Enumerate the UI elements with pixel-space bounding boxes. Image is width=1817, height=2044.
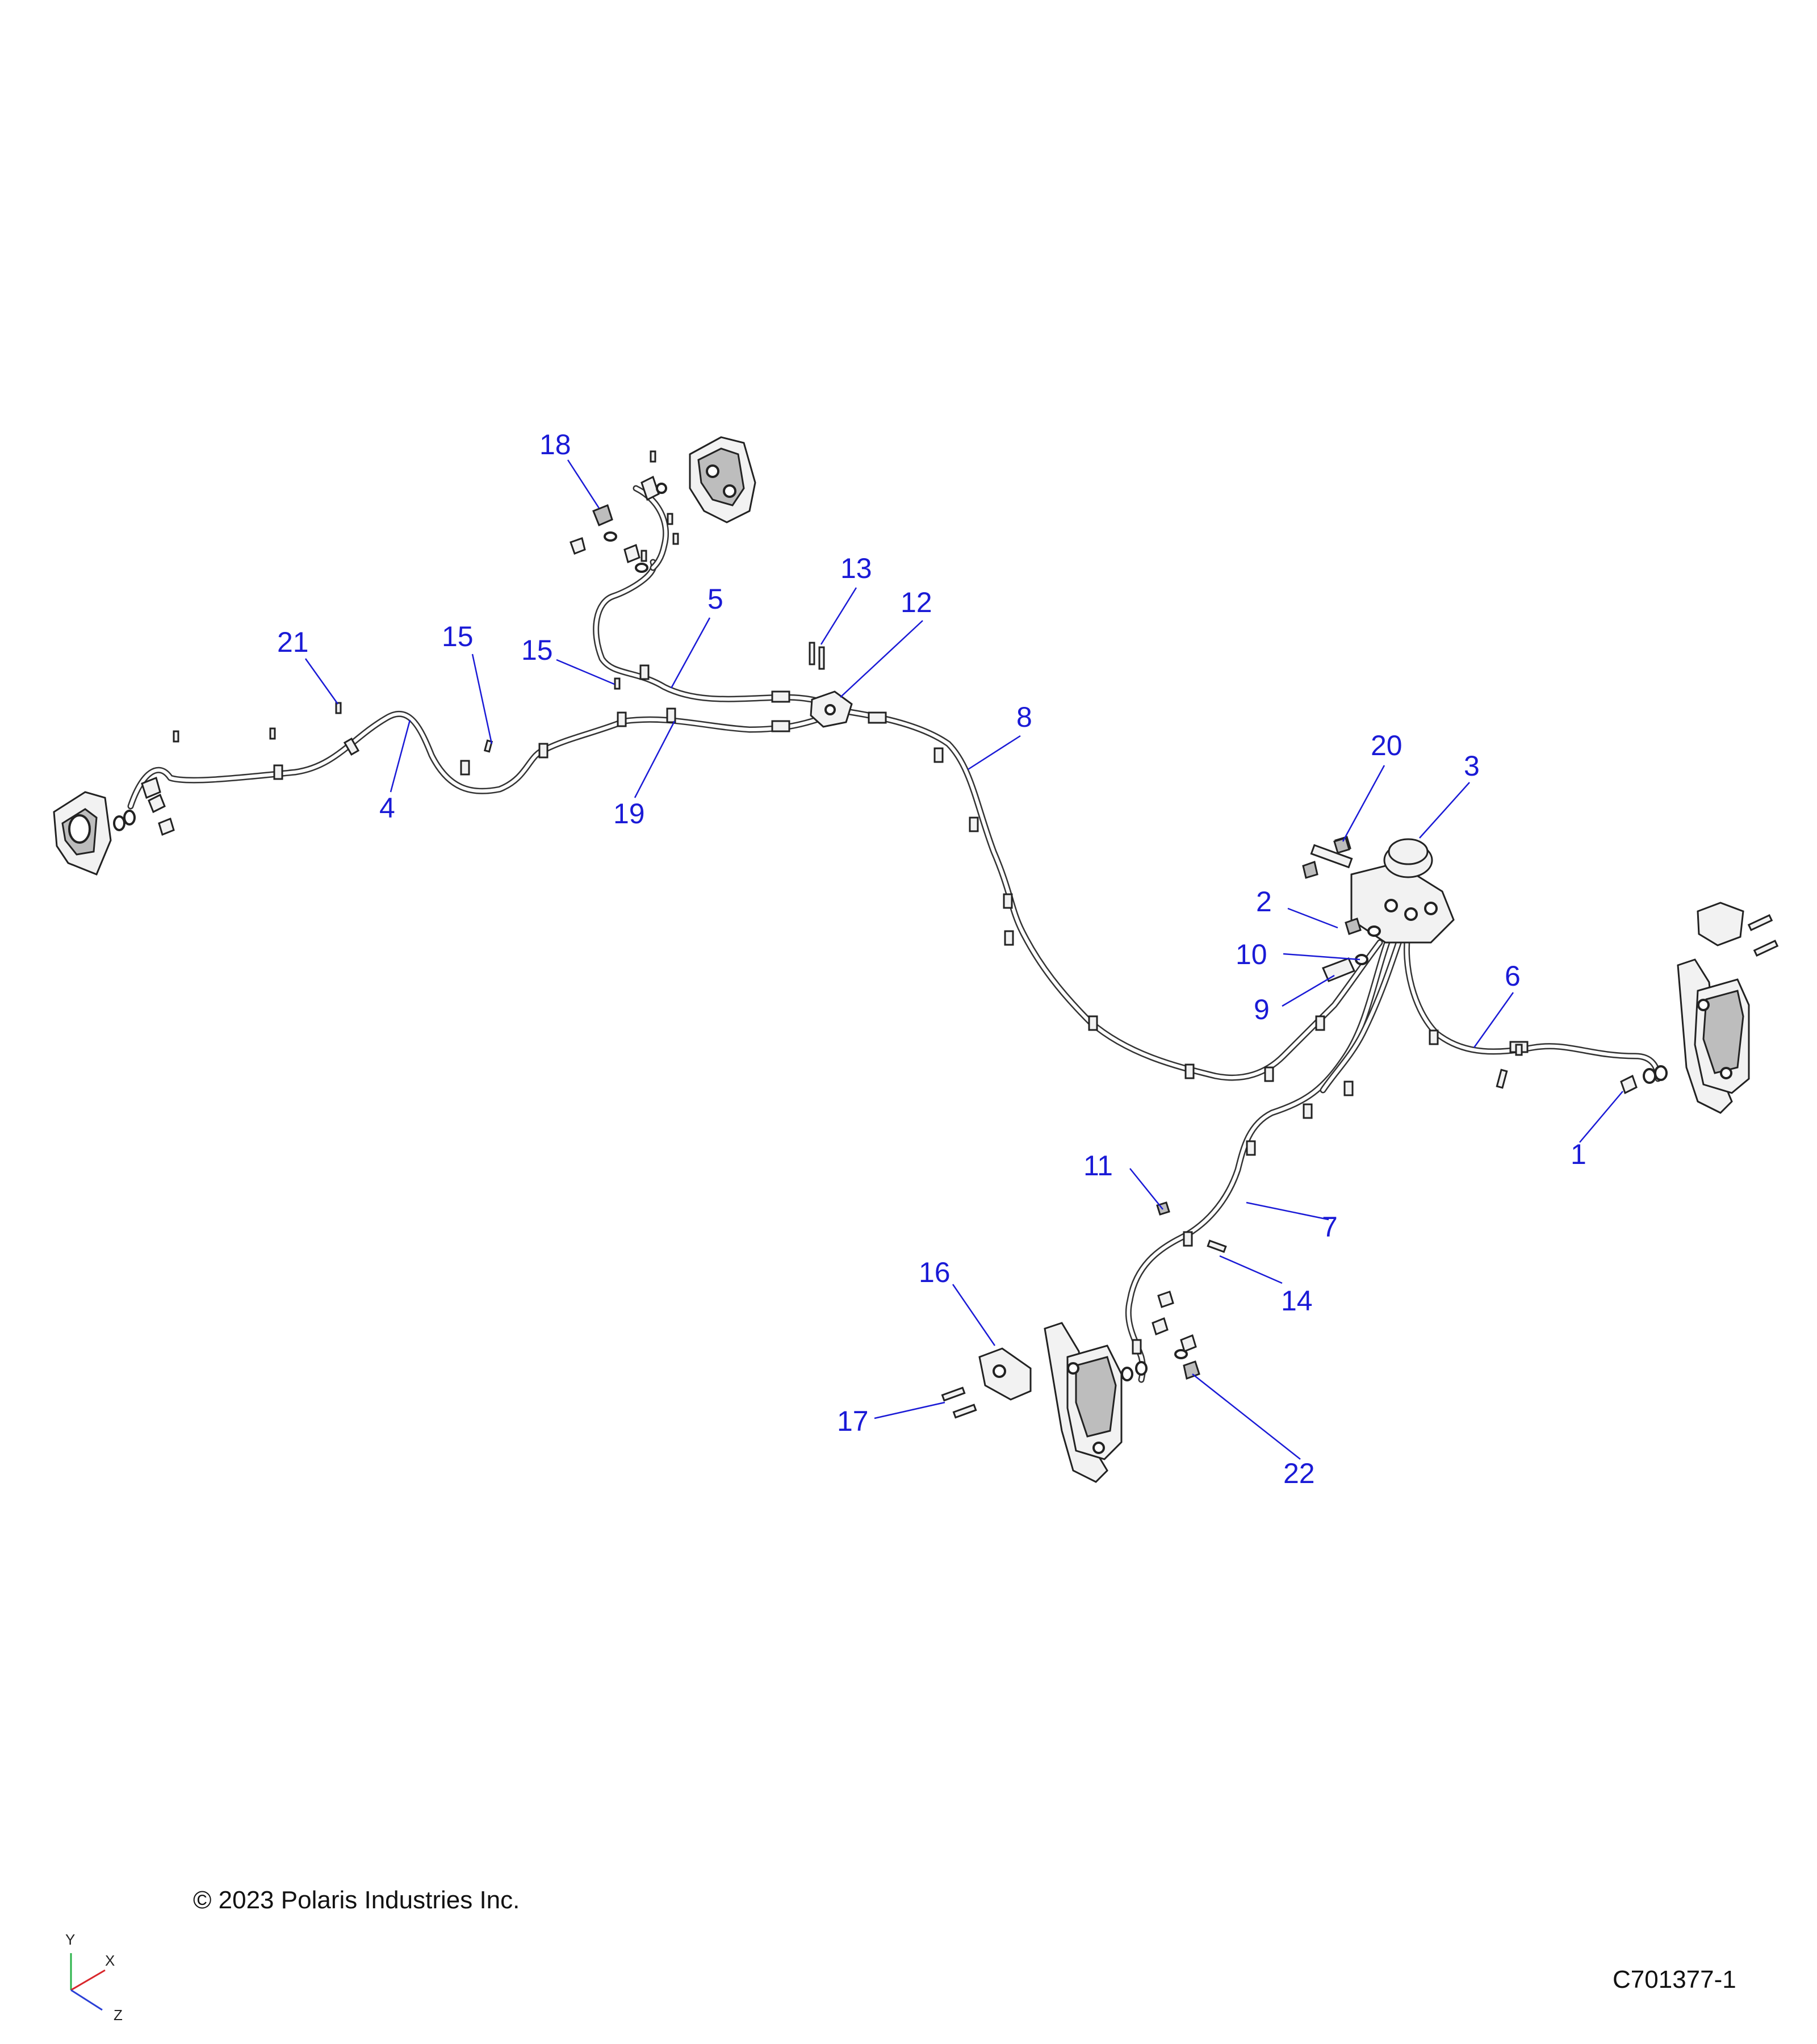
callout-6: 6 — [1505, 960, 1521, 992]
axis-triad-icon: Y X Z — [65, 1931, 123, 2024]
callout-19: 19 — [613, 798, 645, 830]
callout-12: 12 — [901, 587, 932, 618]
axis-label-y: Y — [65, 1931, 75, 1948]
callout-4: 4 — [379, 792, 395, 824]
axis-label-z: Z — [114, 2007, 123, 2024]
callout-18: 18 — [539, 429, 571, 460]
callout-17: 17 — [837, 1405, 869, 1437]
hose-clamps — [273, 664, 1529, 1355]
small-hardware — [173, 642, 1350, 1216]
lower-rear-caliper — [941, 1239, 1227, 1483]
callout-22: 22 — [1283, 1457, 1315, 1489]
master-cylinder — [1302, 836, 1455, 982]
callout-5: 5 — [707, 583, 723, 615]
callout-20: 20 — [1371, 730, 1402, 761]
right-rear-caliper — [1496, 902, 1779, 1114]
callout-15b: 15 — [521, 634, 553, 666]
leader-lines — [304, 459, 1623, 1460]
callout-9: 9 — [1254, 994, 1270, 1025]
callout-10: 10 — [1236, 939, 1267, 970]
callout-8: 8 — [1016, 701, 1032, 733]
callout-2: 2 — [1256, 886, 1272, 918]
left-front-caliper — [53, 776, 175, 876]
copyright-notice: © 2023 Polaris Industries Inc. — [193, 1886, 520, 1914]
axis-label-x: X — [105, 1952, 115, 1969]
junction-block — [810, 690, 853, 728]
callout-3: 3 — [1464, 750, 1480, 782]
top-caliper — [570, 436, 756, 573]
callout-15a: 15 — [442, 621, 474, 652]
brake-line-8 — [831, 706, 1383, 1081]
callout-13: 13 — [840, 552, 872, 584]
callout-7: 7 — [1322, 1211, 1338, 1243]
callout-14: 14 — [1281, 1285, 1313, 1317]
callout-1: 1 — [1571, 1138, 1586, 1170]
drawing-number: C701377-1 — [1613, 1966, 1736, 1993]
callout-labels: 1 2 3 4 5 6 7 8 9 10 11 12 13 14 15 15 1… — [277, 429, 1586, 1489]
callout-11: 11 — [1083, 1150, 1113, 1182]
callout-21: 21 — [277, 626, 309, 658]
callout-16: 16 — [919, 1256, 951, 1288]
